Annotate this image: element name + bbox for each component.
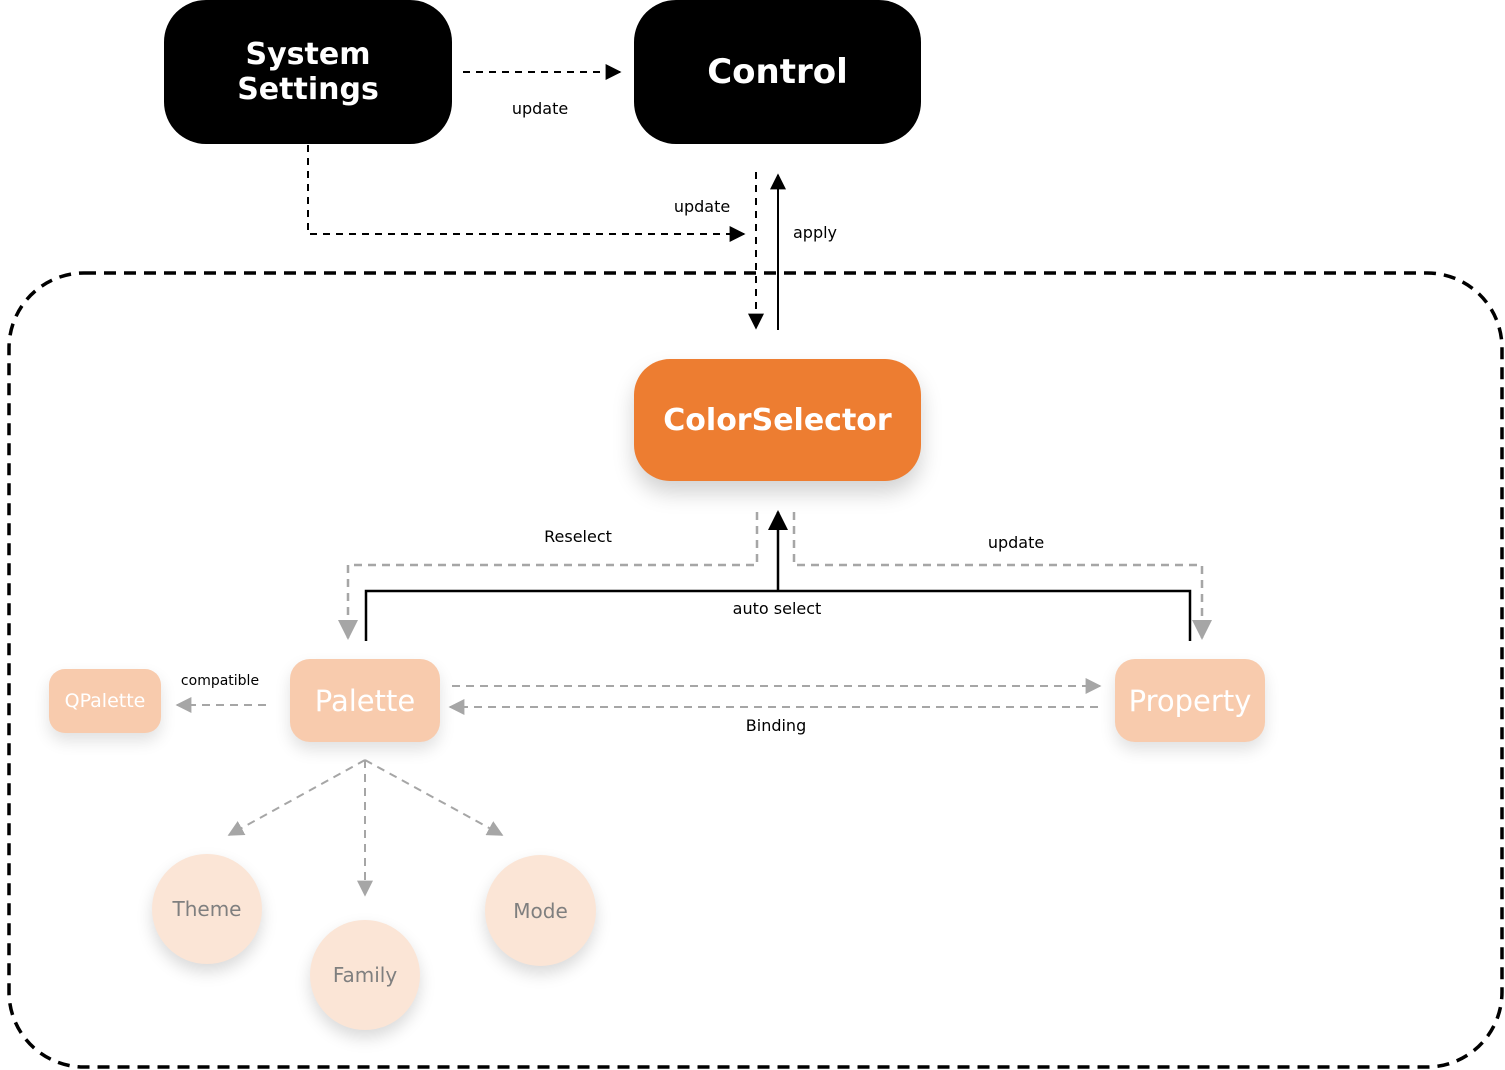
node-palette: Palette: [290, 659, 440, 742]
edge-selector-to-palette: [338, 512, 759, 640]
node-mode: Mode: [485, 855, 596, 966]
edge-selector-to-property: [792, 512, 1212, 640]
label-settings-to-control: update: [511, 99, 569, 118]
label-compatible: compatible: [180, 673, 260, 689]
edge-palette-to-mode: [364, 759, 504, 836]
label-reselect: Reselect: [544, 527, 612, 546]
label-apply: apply: [792, 223, 838, 242]
label-binding: Binding: [745, 716, 807, 735]
label-selector-to-property: update: [987, 533, 1045, 552]
node-system-settings: System Settings: [164, 0, 452, 144]
node-control: Control: [634, 0, 921, 144]
node-qpalette: QPalette: [49, 669, 161, 733]
label-auto-select: auto select: [732, 599, 822, 618]
label-settings-to-selector: update: [673, 197, 731, 216]
edge-palette-to-theme: [227, 759, 366, 836]
node-family: Family: [310, 920, 420, 1030]
node-property: Property: [1115, 659, 1265, 742]
node-theme: Theme: [152, 854, 262, 964]
node-color-selector: ColorSelector: [634, 359, 921, 481]
component-group-boundary: [7, 271, 1504, 1069]
edge-settings-to-selector: [307, 145, 746, 242]
